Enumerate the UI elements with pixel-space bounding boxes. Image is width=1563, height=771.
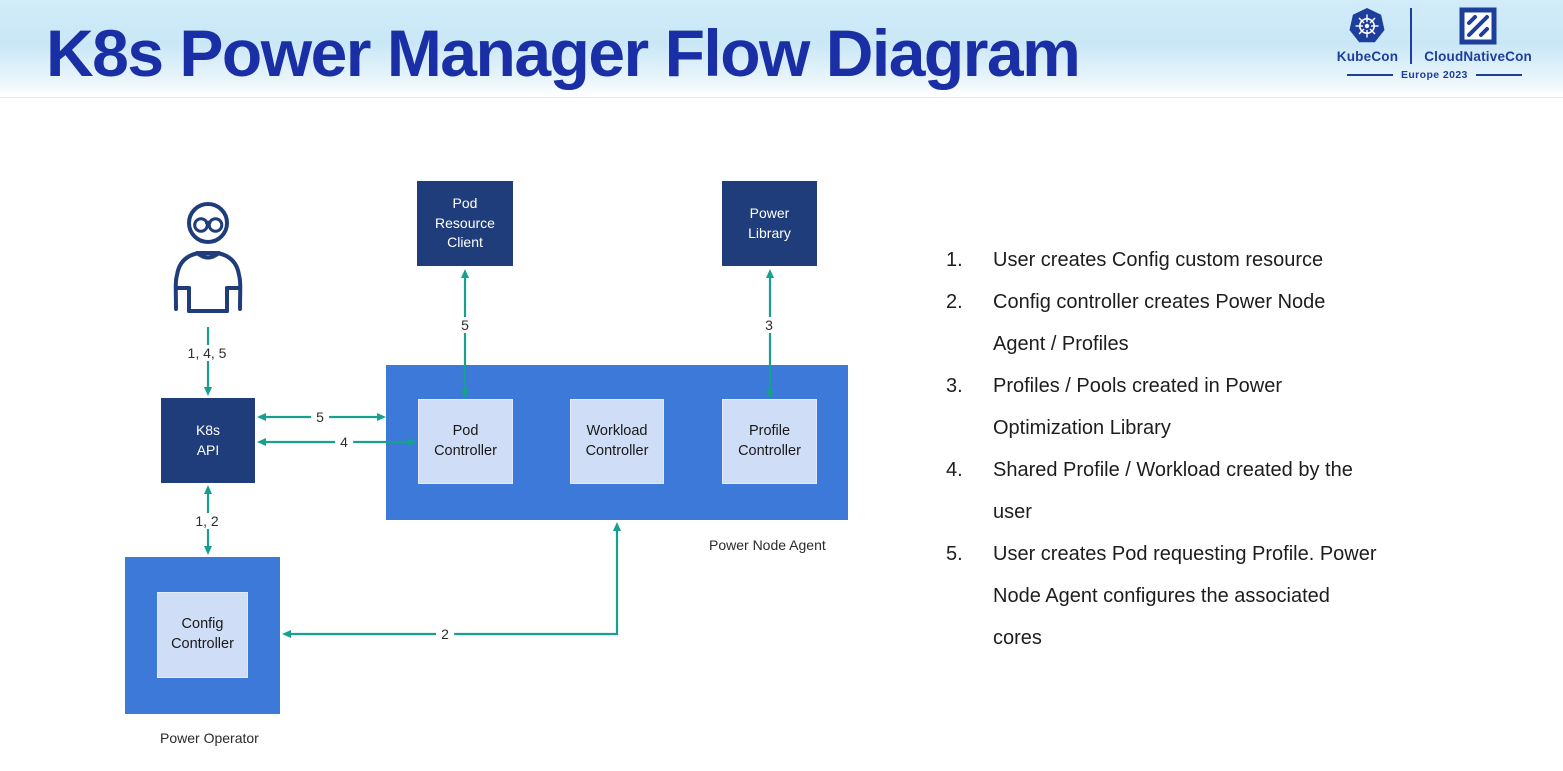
step-item: 1. User creates Config custom resource <box>946 239 1486 281</box>
step-item: 5. User creates Pod requesting Profile. P… <box>946 533 1486 659</box>
kubecon-label: KubeCon <box>1336 49 1399 64</box>
step-text: User creates Pod requesting Profile. Pow… <box>993 533 1486 659</box>
step-text-line: User creates Config custom resource <box>993 249 1324 271</box>
label-power-node-agent: Power Node Agent <box>709 537 826 553</box>
step-text-line: Optimization Library <box>993 417 1171 439</box>
step-text-line: Shared Profile / Workload created by the <box>993 459 1353 481</box>
step-text-line: Agent / Profiles <box>993 333 1129 355</box>
step-text-line: Profiles / Pools created in Power <box>993 375 1283 397</box>
box-k8s-api: K8s API <box>161 398 255 483</box>
arrow-label-k8s-api-pod-controller-bottom: 4 <box>335 434 353 450</box>
step-text-line: Config controller creates Power Node <box>993 291 1326 313</box>
box-pod-resource-client: Pod Resource Client <box>417 181 513 266</box>
arrow-label-k8s-api-to-power-operator: 1, 2 <box>190 513 224 529</box>
logo-divider <box>1410 8 1413 64</box>
step-number: 4. <box>946 459 963 481</box>
step-text: User creates Config custom resource <box>993 239 1486 281</box>
step-text-line: cores <box>993 627 1042 649</box>
cloudnativecon-label: CloudNativeCon <box>1424 49 1532 64</box>
arrow-label-profile-controller-to-power-library: 3 <box>760 317 778 333</box>
page-title: K8s Power Manager Flow Diagram <box>46 16 1081 90</box>
kubecon-wheel-icon <box>1349 8 1385 43</box>
user-icon <box>173 202 243 313</box>
step-item: 4. Shared Profile / Workload created by t… <box>946 449 1486 533</box>
event-logo-group: KubeCon CloudNativeCon <box>1337 6 1532 81</box>
step-text-line: Node Agent configures the associated <box>993 585 1330 607</box>
box-label: K8s API <box>195 421 221 458</box>
arrow-label-k8s-api-pod-controller-top: 5 <box>311 409 329 425</box>
step-number: 1. <box>946 249 963 271</box>
box-config-controller: Config Controller <box>157 592 248 678</box>
cloudnativecon-icon <box>1459 7 1497 45</box>
cloudnativecon-logo: CloudNativeCon <box>1424 6 1532 64</box>
kubecon-logo: KubeCon <box>1337 6 1398 64</box>
step-text-line: User creates Pod requesting Profile. Pow… <box>993 543 1377 565</box>
arrow-label-pod-controller-to-pod-resource-client: 5 <box>456 317 474 333</box>
step-text-line: user <box>993 501 1032 523</box>
step-number: 5. <box>946 543 963 565</box>
box-label: Config Controller <box>171 616 234 652</box>
box-label: Profile Controller <box>738 422 801 459</box>
step-text: Shared Profile / Workload created by the… <box>993 449 1486 533</box>
box-workload-controller: Workload Controller <box>570 399 664 484</box>
arrow-label-power-node-agent-to-config-controller: 2 <box>436 626 454 642</box>
event-row: Europe 2023 <box>1339 69 1530 81</box>
event-divider-left <box>1346 74 1393 76</box>
label-power-operator: Power Operator <box>160 730 259 746</box>
box-label: Pod Controller <box>434 422 497 459</box>
box-profile-controller: Profile Controller <box>722 399 817 484</box>
box-label: Pod Resource Client <box>435 194 495 251</box>
box-pod-controller: Pod Controller <box>418 399 513 484</box>
step-number: 2. <box>946 291 963 313</box>
arrow-label-user-to-k8s-api: 1, 4, 5 <box>182 345 232 361</box>
box-label: Workload Controller <box>585 422 649 459</box>
event-divider-right <box>1475 74 1522 76</box>
box-label: Power Library <box>748 204 791 241</box>
logo-row: KubeCon CloudNativeCon <box>1337 6 1532 64</box>
steps-list: 1. User creates Config custom resource 2. C… <box>946 239 1486 659</box>
step-number: 3. <box>946 375 963 397</box>
box-power-library: Power Library <box>722 181 817 266</box>
event-label: Europe 2023 <box>1400 69 1468 81</box>
header: K8s Power Manager Flow Diagram <box>0 0 1563 98</box>
